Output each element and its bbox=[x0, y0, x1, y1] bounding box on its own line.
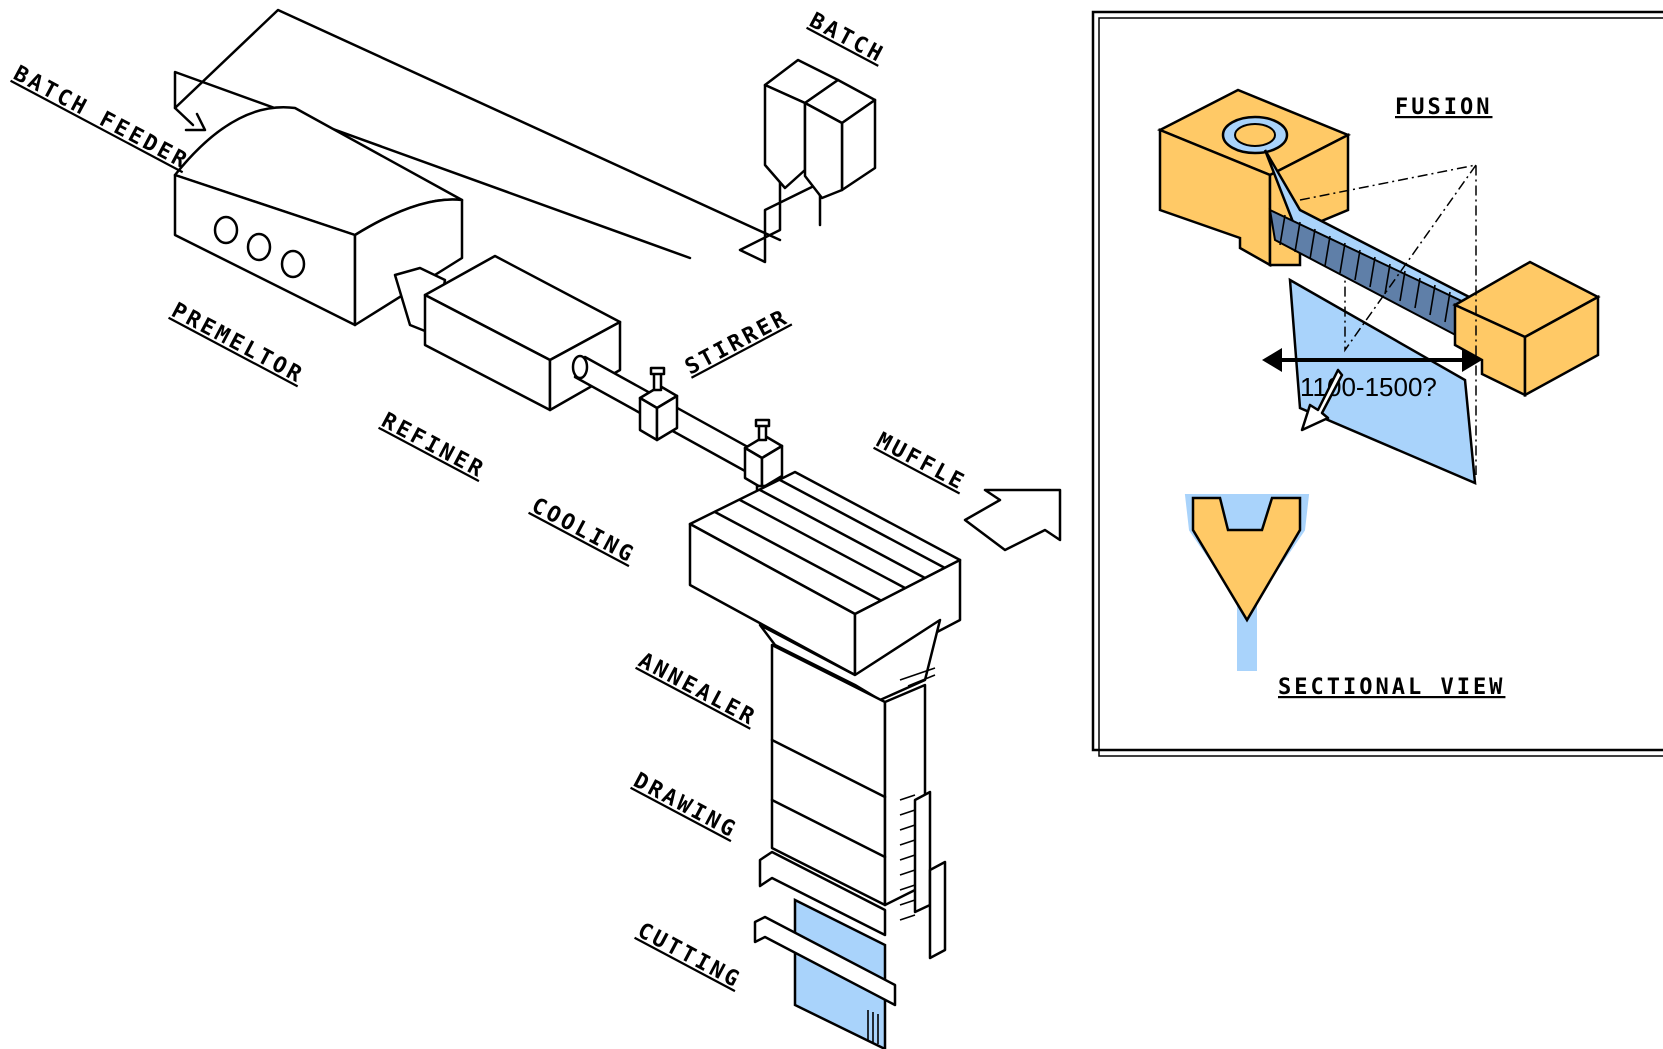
dimension-arrow bbox=[1262, 348, 1482, 372]
label-cooling: COOLING bbox=[527, 493, 639, 568]
dimension-label: 1100-1500? bbox=[1300, 372, 1437, 402]
label-annealer: ANNEALER bbox=[634, 648, 760, 731]
label-batch: BATCH bbox=[805, 8, 888, 68]
cutting-station bbox=[753, 897, 897, 1049]
zoom-arrow bbox=[963, 488, 1062, 552]
label-sectional-view: SECTIONAL VIEW bbox=[1278, 675, 1505, 700]
label-batch-feeder: BATCH FEEDER bbox=[9, 61, 193, 175]
drawing-rollers bbox=[899, 794, 916, 921]
refiner bbox=[423, 254, 622, 412]
label-stirrer: STIRRER bbox=[681, 305, 793, 380]
isopipe-right-block bbox=[1452, 260, 1601, 398]
guide-lines bbox=[1299, 164, 1477, 475]
fusion-glass-sheet bbox=[1288, 277, 1477, 485]
fusion-inset-panel: 1100-1500? bbox=[1091, 10, 1663, 757]
muffle bbox=[688, 470, 962, 677]
label-cutting: CUTTING bbox=[633, 918, 745, 993]
label-muffle: MUFFLE bbox=[872, 428, 970, 496]
sectional-view-shape bbox=[1184, 494, 1310, 671]
premeltor bbox=[173, 106, 464, 327]
flow-arrow bbox=[1300, 368, 1344, 432]
annealer-drawing-column bbox=[758, 618, 947, 960]
label-fusion: FUSION bbox=[1395, 95, 1492, 120]
label-premeltor: PREMELTOR bbox=[167, 298, 308, 389]
stirrer-1 bbox=[638, 366, 679, 442]
label-refiner: REFINER bbox=[377, 408, 489, 483]
batch-hoppers bbox=[763, 58, 877, 200]
label-drawing: DRAWING bbox=[629, 768, 741, 843]
